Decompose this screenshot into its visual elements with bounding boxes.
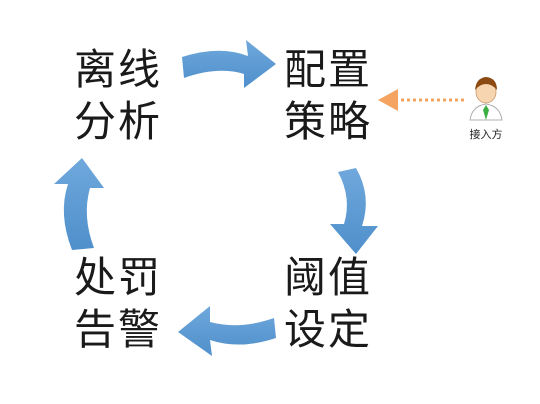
node-threshold-setting-line1: 阈值 bbox=[284, 253, 373, 302]
arrow-threshold-to-punish bbox=[178, 306, 276, 356]
user-icon bbox=[469, 77, 503, 121]
actor-label: 接入方 bbox=[469, 128, 503, 141]
node-config-policy: 配置 策略 bbox=[284, 44, 384, 148]
node-offline-analysis: 离线 分析 bbox=[74, 44, 174, 148]
node-config-policy-line1: 配置 bbox=[284, 45, 373, 94]
arrow-actor-to-config bbox=[378, 89, 464, 111]
node-punish-alert: 处罚 告警 bbox=[74, 252, 174, 356]
node-config-policy-line2: 策略 bbox=[284, 97, 373, 146]
node-threshold-setting: 阈值 设定 bbox=[284, 252, 384, 356]
arrow-punish-to-offline bbox=[54, 158, 104, 250]
arrow-config-to-threshold bbox=[330, 168, 378, 254]
node-offline-analysis-line1: 离线 bbox=[74, 45, 163, 94]
node-offline-analysis-line2: 分析 bbox=[74, 97, 163, 146]
node-punish-alert-line1: 处罚 bbox=[74, 253, 163, 302]
node-threshold-setting-line2: 设定 bbox=[284, 305, 373, 354]
arrow-offline-to-config bbox=[182, 40, 276, 88]
node-punish-alert-line2: 告警 bbox=[74, 305, 163, 354]
